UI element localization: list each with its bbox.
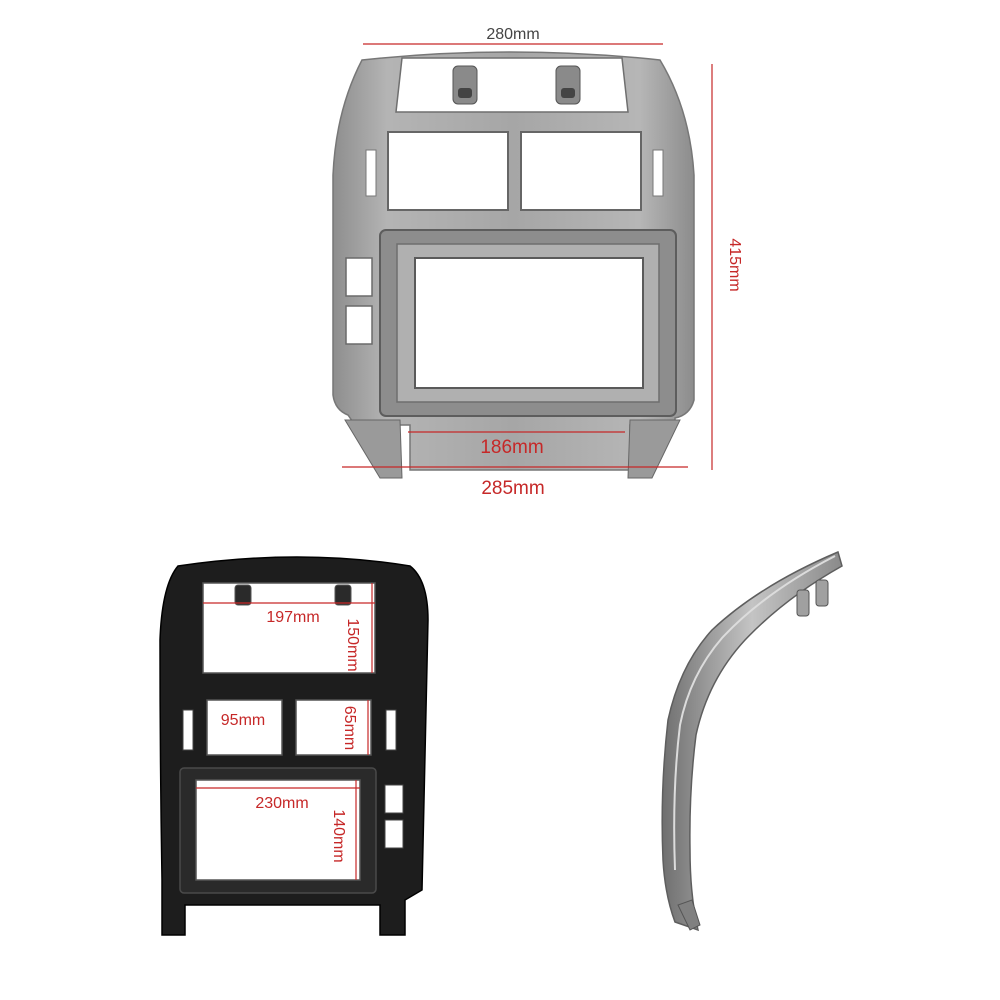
bottom-width-label: 285mm <box>481 478 544 499</box>
front-top-tab-right <box>555 65 581 105</box>
front-side-slot-top <box>345 257 373 297</box>
back-dimension-lines <box>196 583 375 880</box>
back-vent-opening-right <box>295 699 372 756</box>
front-screen-opening <box>414 257 644 389</box>
side-view-panel <box>661 550 843 932</box>
vent-height-label: 65mm <box>341 706 358 750</box>
inner-width-label: 186mm <box>480 437 543 458</box>
front-top-tab-left <box>452 65 478 105</box>
front-view-panel <box>332 51 695 479</box>
height-label: 415mm <box>726 238 743 291</box>
front-vent-opening-right <box>520 131 642 211</box>
vent-width-label: 95mm <box>221 712 265 729</box>
front-side-slot-bottom <box>345 305 373 345</box>
side-tab-top <box>796 589 810 617</box>
top-width-label: 280mm <box>486 26 539 43</box>
side-tab-bottom <box>815 579 829 607</box>
front-dimension-lines <box>342 43 713 470</box>
front-vent-opening-left <box>387 131 509 211</box>
screen-width-label: 230mm <box>255 795 308 812</box>
screen-height-label: 140mm <box>330 809 347 862</box>
side-panel-profile <box>661 550 843 932</box>
back-screen-opening <box>195 779 361 881</box>
back-opening-width-label: 197mm <box>266 609 319 626</box>
back-opening-height-label: 150mm <box>344 618 361 671</box>
back-view-panel <box>159 556 429 936</box>
front-bottom-leg-right <box>627 419 681 479</box>
back-vent-opening-left <box>206 699 283 756</box>
front-top-recess <box>395 57 629 113</box>
front-bottom-leg-left <box>344 419 403 479</box>
